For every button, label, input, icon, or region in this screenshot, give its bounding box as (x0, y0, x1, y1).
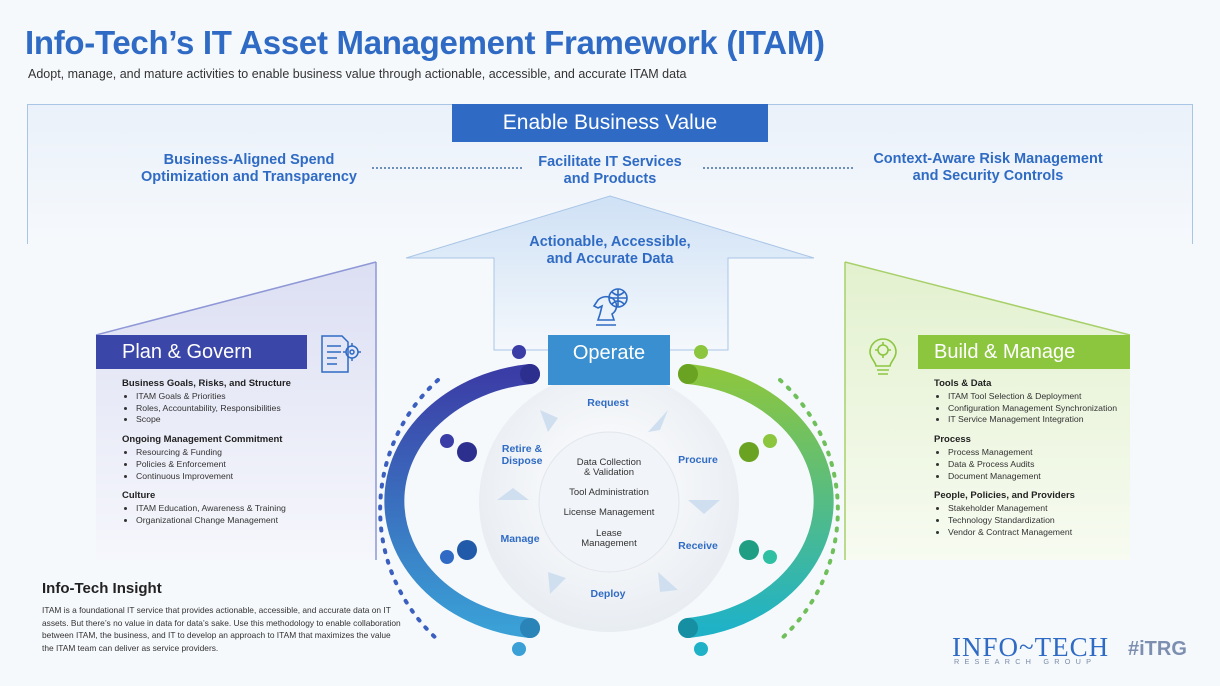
infotech-logo-subtitle: RESEARCH GROUP (954, 657, 1097, 666)
plan-item: ITAM Education, Awareness & Training (136, 503, 362, 515)
page-subtitle: Adopt, manage, and mature activities to … (28, 67, 687, 81)
tool-license-management: License Management (563, 507, 655, 518)
build-item: Process Management (948, 447, 1124, 459)
stage-procure: Procure (678, 454, 718, 466)
itrg-tag: #iTRG (1128, 638, 1187, 660)
cycle-dotted-ring (378, 378, 840, 642)
goal-line: Business-Aligned Spend (163, 152, 335, 168)
stage-request: Request (587, 397, 629, 409)
plan-item: Resourcing & Funding (136, 447, 362, 459)
build-item: Stakeholder Management (948, 503, 1124, 515)
enable-business-value-banner: Enable Business Value (452, 104, 768, 142)
infotech-logo: INFO~TECH (952, 632, 1110, 662)
plan-section: Culture ITAM Education, Awareness & Trai… (122, 490, 362, 526)
plan-section-heading: Ongoing Management Commitment (122, 434, 283, 446)
lightbulb-gear-icon (869, 338, 897, 375)
goal-line: and Security Controls (912, 168, 1064, 184)
document-gear-icon (321, 335, 361, 373)
tools-core (538, 431, 680, 573)
build-item: ITAM Tool Selection & Deployment (948, 391, 1124, 403)
plan-section-heading: Business Goals, Risks, and Structure (122, 378, 291, 389)
build-section: Tools & Data ITAM Tool Selection & Deplo… (934, 378, 1124, 426)
insight-heading: Info-Tech Insight (42, 580, 162, 597)
goal-line: Optimization and Transparency (141, 169, 357, 185)
build-item: Configuration Management Synchronization (948, 403, 1124, 415)
plan-item: Organizational Change Management (136, 515, 362, 527)
build-section: People, Policies, and Providers Stakehol… (934, 490, 1124, 538)
dotted-connector (703, 167, 853, 169)
cycle-blue-arc (384, 364, 540, 638)
tool-data-collection: Data Collection & Validation (559, 458, 659, 478)
chess-knight-globe-icon (592, 288, 628, 326)
data-arrow-line: and Accurate Data (546, 251, 674, 267)
operate-tab (548, 335, 670, 385)
plan-item: ITAM Goals & Priorities (136, 391, 362, 403)
stage-line: Dispose (501, 455, 543, 467)
tool-line: Lease (596, 528, 622, 539)
tool-lease-management: Lease Management (559, 529, 659, 549)
page-title: Info-Tech’s IT Asset Management Framewor… (25, 24, 825, 61)
plan-item: Policies & Enforcement (136, 459, 362, 471)
plan-govern-title: Plan & Govern (96, 335, 307, 369)
build-item: Vendor & Contract Management (948, 527, 1124, 539)
stage-retire-dispose: Retire & Dispose (492, 443, 552, 467)
data-arrow-line: Actionable, Accessible, (529, 234, 691, 250)
stage-deploy: Deploy (590, 588, 626, 600)
stage-line: Retire & (501, 443, 543, 455)
tool-line: Management (581, 538, 637, 549)
build-manage-title: Build & Manage (918, 335, 1130, 369)
build-section-heading: Process (934, 434, 971, 446)
build-manage-content: Tools & Data ITAM Tool Selection & Deplo… (934, 378, 1124, 546)
plan-item: Scope (136, 414, 362, 426)
tool-administration: Tool Administration (569, 487, 649, 498)
data-arrow-label: Actionable, Accessible, and Accurate Dat… (500, 234, 720, 268)
goal-line: and Products (563, 171, 657, 187)
plan-item: Roles, Accountability, Responsibilities (136, 403, 362, 415)
dotted-connector (372, 167, 522, 169)
stage-receive: Receive (678, 540, 718, 552)
build-section-heading: People, Policies, and Providers (934, 490, 1075, 502)
build-item: Document Management (948, 471, 1124, 483)
tool-line: Data Collection (576, 457, 642, 468)
goal-it-services: Facilitate IT Services and Products (520, 154, 700, 188)
build-section-heading: Tools & Data (934, 378, 992, 389)
plan-section-heading: Culture (122, 490, 156, 502)
goal-line: Context-Aware Risk Management (873, 151, 1103, 167)
plan-section: Business Goals, Risks, and Structure ITA… (122, 378, 362, 426)
build-item: Technology Standardization (948, 515, 1124, 527)
plan-section: Ongoing Management Commitment Resourcing… (122, 434, 362, 482)
goal-spend-optimization: Business-Aligned Spend Optimization and … (120, 152, 378, 186)
plan-govern-content: Business Goals, Risks, and Structure ITA… (122, 378, 362, 535)
goal-risk-management: Context-Aware Risk Management and Securi… (848, 151, 1128, 185)
build-item: IT Service Management Integration (948, 414, 1124, 426)
insight-body: ITAM is a foundational IT service that p… (42, 605, 401, 653)
cycle-direction-arrows (497, 410, 720, 594)
cycle-nodes (440, 345, 777, 656)
data-up-arrow (405, 195, 815, 351)
operate-title: Operate (572, 342, 646, 364)
build-item: Data & Process Audits (948, 459, 1124, 471)
build-section: Process Process Management Data & Proces… (934, 434, 1124, 482)
stage-manage: Manage (500, 533, 540, 545)
goal-line: Facilitate IT Services (538, 154, 682, 170)
cycle-green-arc (678, 364, 834, 638)
plan-item: Continuous Improvement (136, 471, 362, 483)
tool-line: & Validation (584, 467, 634, 478)
